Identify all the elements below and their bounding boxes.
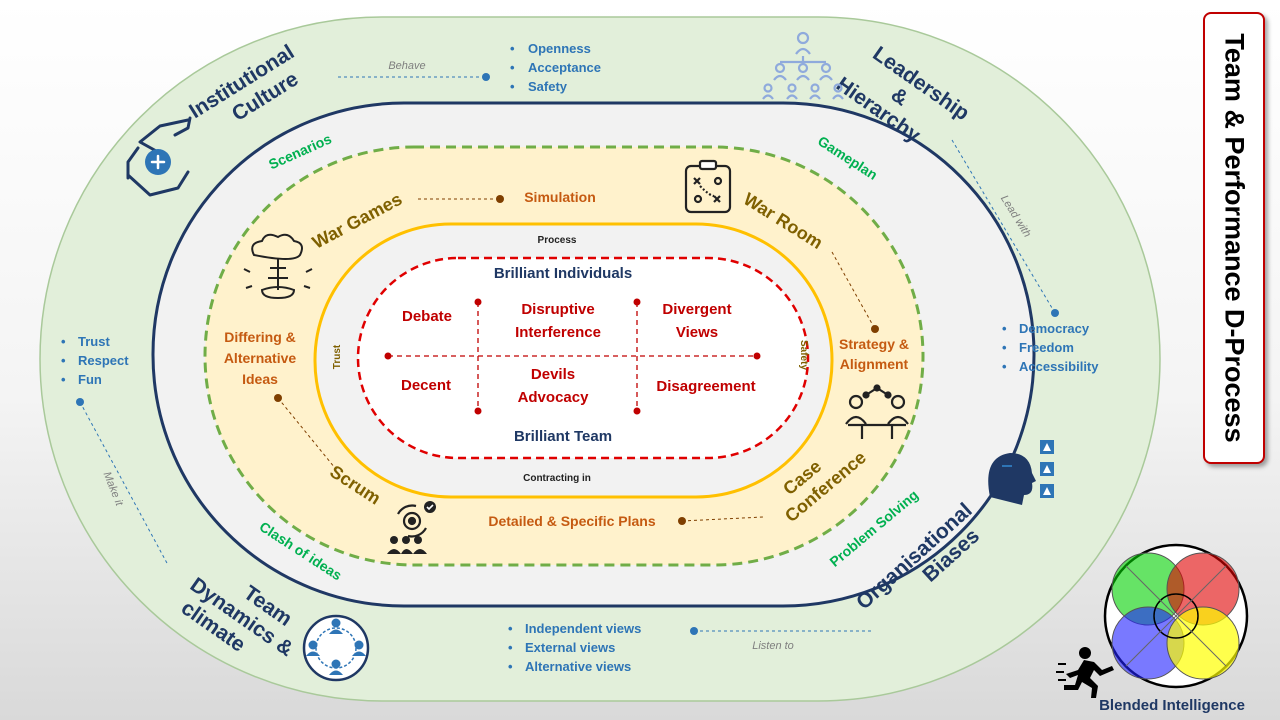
svg-text:Differing &: Differing & — [224, 329, 296, 345]
org-chart-icon — [762, 31, 844, 100]
svg-text:Strategy &: Strategy & — [839, 336, 909, 352]
svg-text:Trust: Trust — [78, 334, 110, 349]
svg-text:Democracy: Democracy — [1019, 321, 1090, 336]
svg-text:•: • — [508, 659, 513, 674]
svg-text:Divergent: Divergent — [662, 301, 731, 318]
culture-bullets: • Openness • Acceptance • Safety — [510, 41, 601, 94]
clipboard-tactics-icon — [684, 159, 732, 214]
logo-text: Blended Intelligence — [1099, 697, 1245, 714]
svg-text:•: • — [61, 353, 66, 368]
meeting-icon — [845, 384, 909, 439]
svg-text:•: • — [508, 621, 513, 636]
svg-text:External views: External views — [525, 640, 615, 655]
svg-text:•: • — [510, 41, 515, 56]
svg-text:Advocacy: Advocacy — [518, 389, 590, 406]
svg-text:Accessibility: Accessibility — [1019, 359, 1099, 374]
svg-text:Interference: Interference — [515, 324, 601, 341]
core-decent: Decent — [401, 377, 451, 394]
svg-text:Openness: Openness — [528, 41, 591, 56]
blended-intelligence-logo — [1103, 543, 1249, 689]
svg-text:Alternative views: Alternative views — [525, 659, 631, 674]
svg-text:•: • — [61, 334, 66, 349]
core-brilliant-individuals: Brilliant Individuals — [494, 265, 632, 282]
page-title: Team & Performance D-Process — [1219, 33, 1250, 443]
running-person-icon — [1056, 647, 1114, 698]
core-disagreement: Disagreement — [656, 378, 755, 395]
svg-text:Respect: Respect — [78, 353, 129, 368]
mind-blown-icon — [243, 233, 313, 300]
team-circle-icon — [302, 614, 370, 682]
svg-text:Disruptive: Disruptive — [521, 301, 594, 318]
core-dashed-oval — [356, 256, 810, 460]
svg-text:•: • — [1002, 340, 1007, 355]
svg-text:Independent views: Independent views — [525, 621, 641, 636]
svg-text:Alternative: Alternative — [224, 350, 297, 366]
activity-simulation: Simulation — [524, 189, 596, 205]
label-trust: Trust — [332, 344, 343, 369]
svg-text:Acceptance: Acceptance — [528, 60, 601, 75]
core-debate: Debate — [402, 308, 452, 325]
core-devils-advocacy: Devils Advocacy — [518, 366, 590, 406]
label-safety: Safety — [798, 340, 809, 370]
leadership-bullets: • Democracy • Freedom • Accessibility — [1002, 321, 1099, 374]
svg-text:Safety: Safety — [528, 79, 568, 94]
svg-text:•: • — [61, 372, 66, 387]
label-contracting: Contracting in — [523, 473, 591, 484]
svg-text:•: • — [510, 60, 515, 75]
title-box: Team & Performance D-Process — [1203, 12, 1265, 464]
svg-text:Views: Views — [676, 324, 718, 341]
core-disruptive-interference: Disruptive Interference — [515, 301, 601, 341]
svg-text:Devils: Devils — [531, 366, 575, 383]
svg-text:•: • — [1002, 321, 1007, 336]
svg-text:Freedom: Freedom — [1019, 340, 1074, 355]
activity-strategy: Strategy & Alignment — [839, 336, 909, 372]
svg-text:•: • — [1002, 359, 1007, 374]
team-bullets: • Trust • Respect • Fun — [61, 334, 129, 387]
label-listen-to: Listen to — [752, 640, 794, 652]
svg-text:Alignment: Alignment — [840, 356, 909, 372]
label-process: Process — [538, 235, 577, 246]
core-divergent-views: Divergent Views — [662, 301, 731, 341]
core-cross — [384, 298, 761, 415]
svg-text:•: • — [510, 79, 515, 94]
svg-text:Fun: Fun — [78, 372, 102, 387]
activity-plans: Detailed & Specific Plans — [488, 513, 655, 529]
connector-lines — [79, 76, 1056, 632]
svg-text:•: • — [508, 640, 513, 655]
hands-care-icon — [126, 116, 192, 197]
biases-bullets: • Independent views • External views • A… — [508, 621, 641, 674]
svg-text:Ideas: Ideas — [242, 371, 278, 387]
label-behave: Behave — [388, 60, 425, 72]
activity-differing: Differing & Alternative Ideas — [224, 329, 297, 387]
connector-dots — [76, 73, 1059, 635]
team-gears-icon — [387, 501, 436, 554]
core-brilliant-team: Brilliant Team — [514, 428, 612, 445]
head-bias-icon — [988, 440, 1054, 505]
